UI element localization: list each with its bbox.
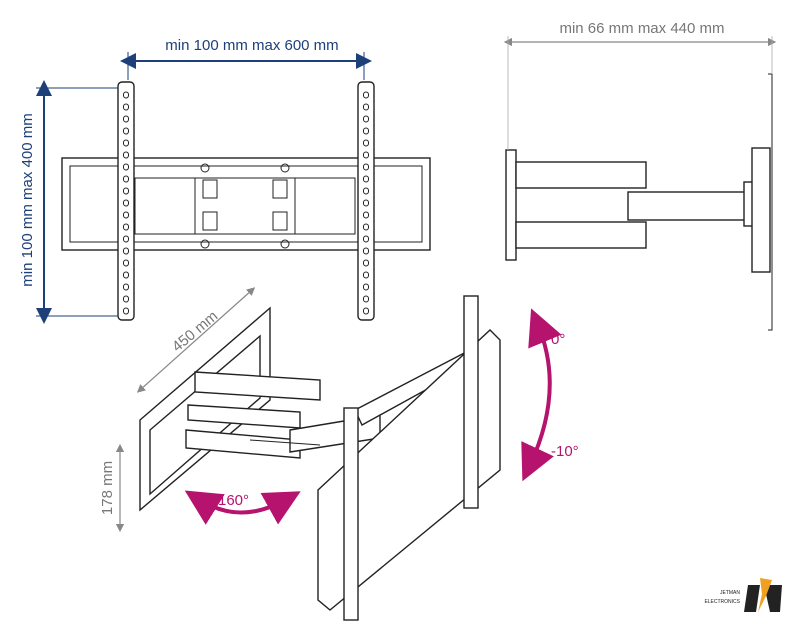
rail-hole — [123, 283, 129, 291]
side-view-mount — [505, 73, 773, 331]
rail-hole — [363, 139, 369, 147]
rail-hole — [363, 295, 369, 303]
rail-hole — [123, 271, 129, 279]
rail-hole — [123, 307, 129, 315]
rail-hole — [363, 91, 369, 99]
rail-hole — [123, 259, 129, 267]
rail-hole — [123, 139, 129, 147]
vesa-vertical-label: min 100 mm max 400 mm — [19, 113, 36, 286]
rail-hole — [123, 235, 129, 243]
rail-hole — [123, 127, 129, 135]
rail-hole — [123, 103, 129, 111]
swivel-arrow — [184, 490, 301, 525]
rail-hole — [123, 115, 129, 123]
wall-plate-height-label: 178 mm — [99, 461, 116, 515]
rail-hole — [363, 187, 369, 195]
rail-hole — [363, 151, 369, 159]
rail-hole — [363, 115, 369, 123]
rail-hole — [363, 307, 369, 315]
tilt-up-label: 0° — [551, 331, 565, 348]
svg-text:JETMAN: JETMAN — [720, 590, 740, 596]
svg-text:ELECTRONICS: ELECTRONICS — [704, 599, 740, 605]
rail-hole — [123, 247, 129, 255]
rail-hole — [363, 235, 369, 243]
vesa-horizontal-label: min 100 mm max 600 mm — [165, 37, 338, 54]
rail-hole — [363, 223, 369, 231]
rail-hole — [363, 103, 369, 111]
rail-hole — [363, 271, 369, 279]
rail-hole — [363, 163, 369, 171]
rail-hole — [363, 211, 369, 219]
rail-hole — [363, 127, 369, 135]
arm-length-arrow — [136, 287, 256, 393]
rail-hole — [123, 211, 129, 219]
rail-hole — [123, 199, 129, 207]
front-view-bracket — [61, 81, 431, 321]
wall-distance-label: min 66 mm max 440 mm — [559, 20, 724, 37]
rail-hole — [363, 247, 369, 255]
rail-hole — [123, 295, 129, 303]
rail-hole — [123, 175, 129, 183]
rail-hole — [363, 259, 369, 267]
rail-hole — [363, 175, 369, 183]
rail-hole — [363, 199, 369, 207]
swivel-label: 160° — [218, 492, 249, 509]
rail-hole — [123, 163, 129, 171]
rail-hole — [123, 187, 129, 195]
perspective-view-mount — [139, 295, 501, 621]
rail-hole — [123, 151, 129, 159]
rail-hole — [363, 283, 369, 291]
jetman-logo: JETMAN ELECTRONICS — [704, 578, 782, 612]
tilt-down-label: -10° — [551, 443, 579, 460]
rail-hole — [123, 91, 129, 99]
arm-length-label: 450 mm — [169, 308, 221, 356]
rail-hole — [123, 223, 129, 231]
tilt-arrow — [521, 308, 562, 482]
